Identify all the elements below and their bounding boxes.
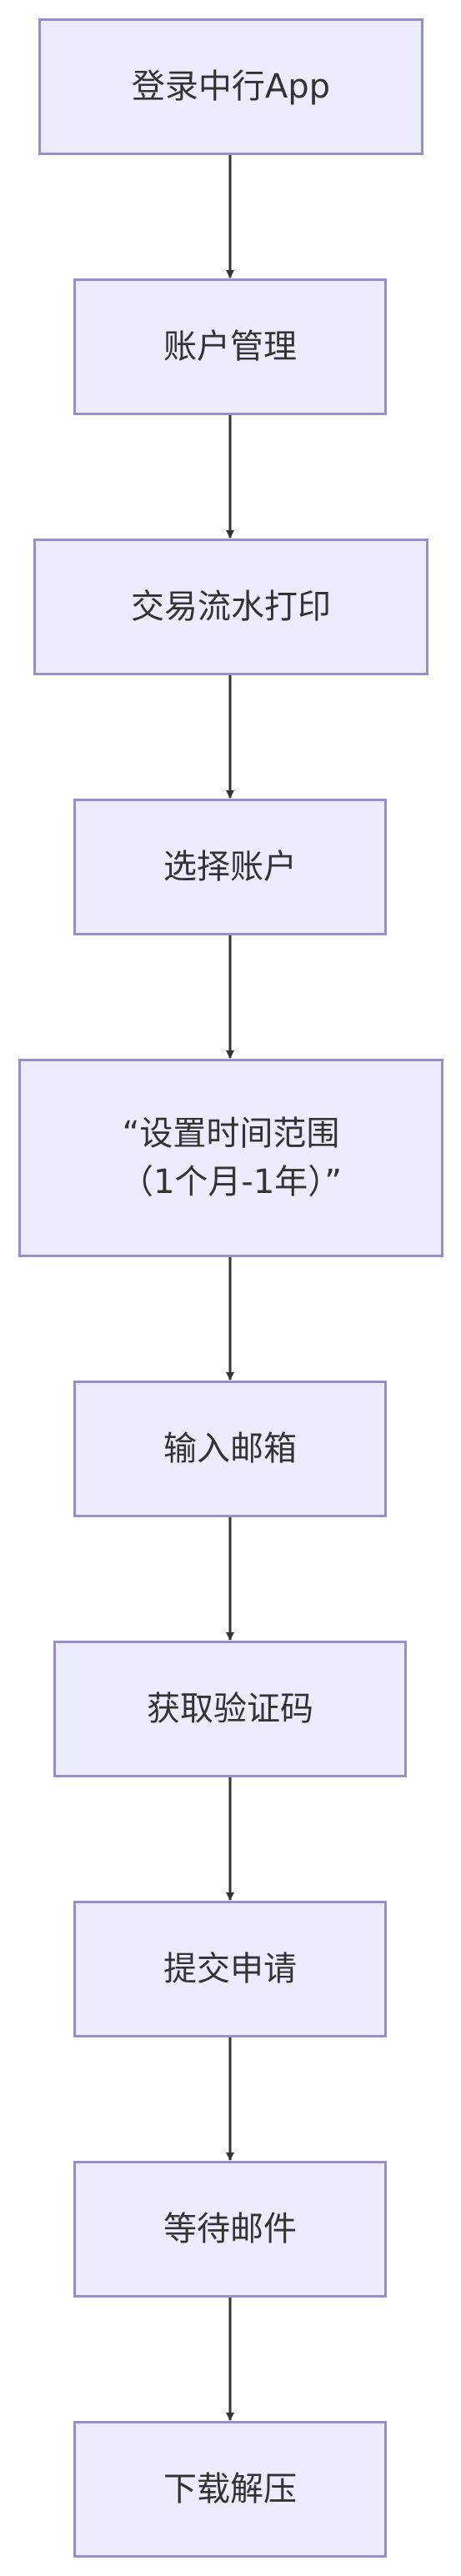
node-enter-email: 输入邮箱 (73, 1381, 387, 1517)
node-select-account: 选择账户 (73, 799, 387, 935)
node-wait-for-email: 等待邮件 (73, 2161, 387, 2298)
node-submit-application: 提交申请 (73, 1901, 387, 2037)
node-login-app: 登录中行App (38, 18, 423, 155)
node-get-verification-code: 获取验证码 (53, 1641, 407, 1777)
node-statement-print: 交易流水打印 (33, 539, 428, 675)
node-set-time-range: “设置时间范围 （1个月-1年）” (18, 1059, 443, 1257)
node-download-extract: 下载解压 (73, 2421, 387, 2558)
node-account-management: 账户管理 (73, 278, 387, 415)
